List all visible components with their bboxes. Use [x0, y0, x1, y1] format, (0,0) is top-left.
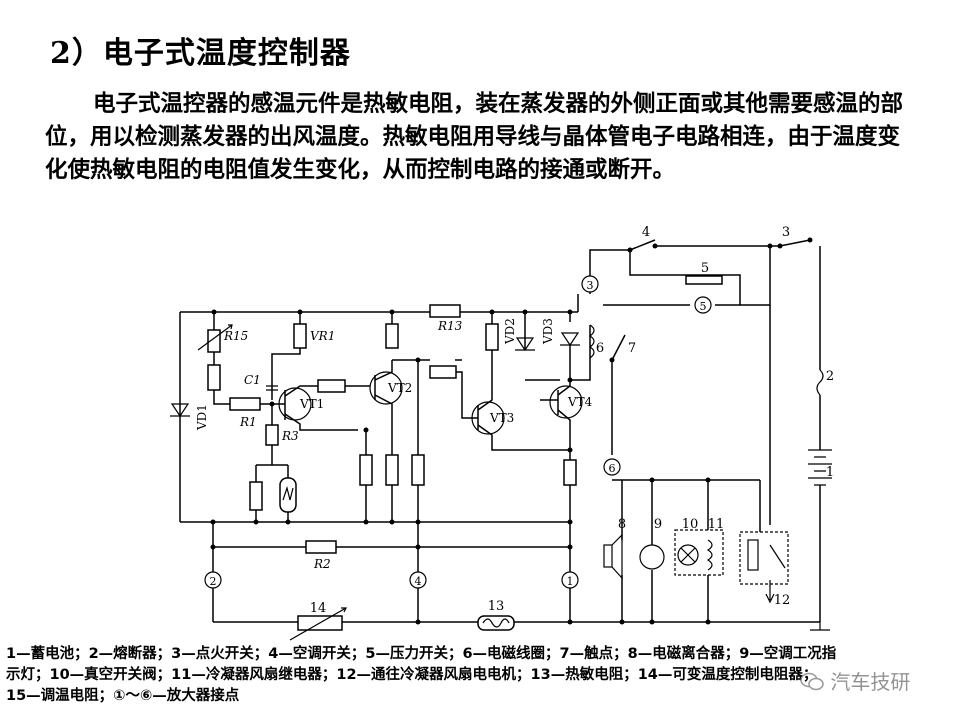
label-vt3: VT3 — [489, 411, 514, 425]
page-title: 2）电子式温度控制器 — [50, 36, 351, 71]
label-vd3: VD3 — [541, 318, 555, 345]
legend-line-3: 15—调温电阻；①～⑥—放大器接点 — [6, 688, 240, 704]
label-vt1: VT1 — [299, 397, 324, 411]
node-1: 1 — [567, 575, 574, 588]
body-paragraph: 电子式温控器的感温元件是热敏电阻，装在蒸发器的外侧正面或其他需要感温的部位，用以… — [45, 88, 905, 187]
node-3: 3 — [587, 279, 594, 292]
label-n3: 3 — [782, 225, 790, 240]
wechat-icon — [800, 672, 824, 691]
label-n2: 2 — [826, 369, 834, 384]
label-n10: 10 — [682, 517, 699, 532]
label-r2: R2 — [313, 557, 331, 571]
label-vd1: VD1 — [195, 404, 209, 431]
watermark-text: 汽车技研 — [830, 670, 911, 694]
label-n11: 11 — [708, 517, 725, 532]
legend: 1—蓄电池；2—熔断器；3—点火开关；4—空调开关；5—压力开关；6—电磁线圈；… — [6, 644, 946, 707]
label-vt2: VT2 — [387, 381, 412, 395]
label-vd2: VD2 — [503, 318, 517, 345]
label-n6: 6 — [596, 341, 604, 356]
label-n1: 1 — [826, 465, 834, 480]
paragraph-text: 电子式温控器的感温元件是热敏电阻，装在蒸发器的外侧正面或其他需要感温的部位，用以… — [45, 91, 904, 183]
watermark: 汽车技研 — [800, 666, 910, 695]
node-5: 5 — [700, 300, 707, 313]
legend-line-1: 1—蓄电池；2—熔断器；3—点火开关；4—空调开关；5—压力开关；6—电磁线圈；… — [6, 646, 837, 662]
label-n9: 9 — [654, 517, 662, 532]
label-n4: 4 — [642, 225, 650, 240]
node-6: 6 — [609, 462, 616, 475]
label-vt4: VT4 — [567, 395, 593, 409]
label-vr1: VR1 — [310, 329, 335, 343]
legend-line-2: 示灯；10—真空开关阀；11—冷凝器风扇继电器；12—通往冷凝器风扇电电机；13… — [6, 667, 818, 683]
label-n7: 7 — [628, 341, 636, 356]
label-r1: R1 — [239, 415, 257, 429]
node-2: 2 — [210, 575, 217, 588]
label-n13: 13 — [488, 599, 505, 614]
label-c1: C1 — [244, 373, 261, 387]
label-r13: R13 — [437, 319, 463, 333]
label-n14: 14 — [310, 601, 327, 616]
label-n8: 8 — [618, 517, 626, 532]
label-r3: R3 — [281, 429, 299, 443]
label-r15: R15 — [223, 329, 248, 343]
label-n12: 12 — [774, 593, 791, 608]
label-n5: 5 — [701, 261, 709, 276]
node-4: 4 — [415, 575, 422, 588]
